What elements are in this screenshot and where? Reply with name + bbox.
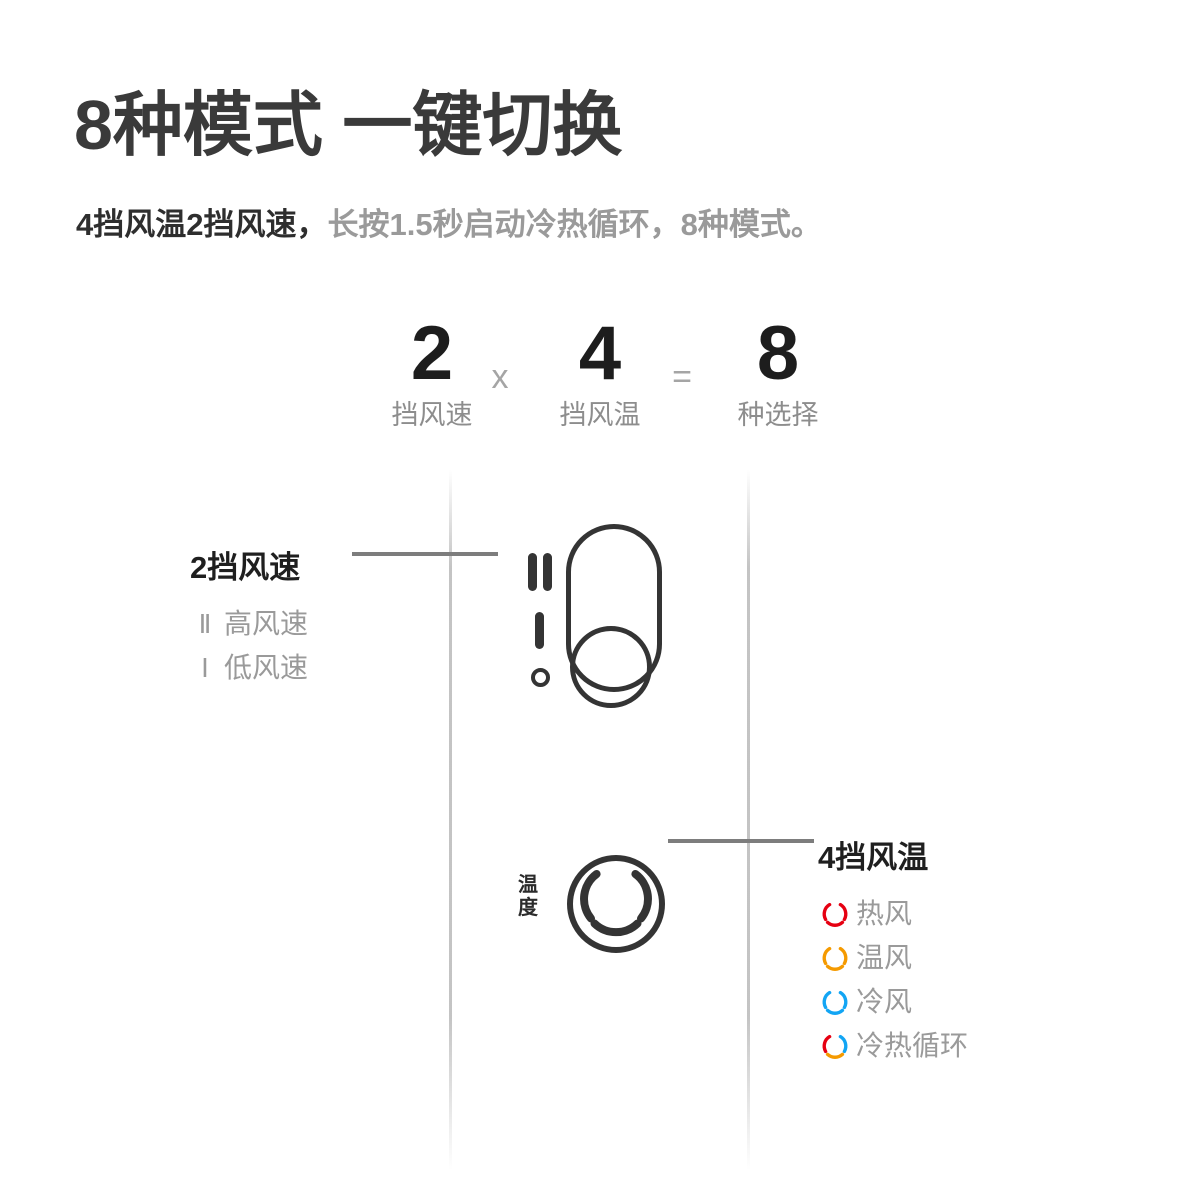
speed-label-low: 低风速 — [224, 652, 309, 683]
ring-icon-cool — [818, 987, 852, 1017]
temperature-ring-icon[interactable] — [564, 852, 668, 956]
list-item: 冷热循环 — [818, 1024, 1108, 1068]
temperature-label-warm: 温风 — [856, 942, 913, 973]
equation-temp-value: 4 — [578, 311, 622, 396]
speed-label-high: 高风速 — [224, 608, 309, 639]
list-item: 冷风 — [818, 980, 1108, 1024]
equation-total-term: 8 种选择 — [698, 312, 858, 432]
low-speed-bar-icon — [535, 612, 544, 649]
temperature-label-hot: 热风 — [856, 898, 913, 929]
leader-line-speed — [352, 552, 498, 556]
temperature-annotation-title: 4挡风温 — [818, 840, 929, 875]
leader-line-temp — [668, 839, 814, 843]
list-item: Ⅰ 低风速 — [190, 646, 420, 690]
equation-total-value: 8 — [756, 311, 800, 396]
speed-annotation: 2挡风速 Ⅱ 高风速 Ⅰ 低风速 — [190, 548, 420, 690]
subtitle-muted-part: 长按1.5秒启动冷热循环，8种模式。 — [327, 207, 822, 242]
guide-line-left — [449, 470, 452, 1170]
equation-temp-term: 4 挡风温 — [520, 312, 680, 432]
list-item: 热风 — [818, 892, 1108, 936]
speed-mode-list: Ⅱ 高风速 Ⅰ 低风速 — [190, 602, 420, 690]
equation-speed-value: 2 — [410, 311, 454, 396]
mode-equation: 2 挡风速 x 4 挡风温 = 8 种选择 — [330, 312, 870, 462]
ring-icon-warm — [818, 943, 852, 973]
equation-speed-term: 2 挡风速 — [352, 312, 512, 432]
temperature-label-cycle: 冷热循环 — [856, 1030, 969, 1061]
temperature-button-illustration: 温度 — [508, 852, 678, 962]
speed-mark-high-icon: Ⅱ — [198, 609, 212, 639]
temperature-button-label: 温度 — [518, 874, 538, 919]
equation-total-caption: 种选择 — [737, 400, 819, 430]
equals-symbol: = — [672, 358, 692, 396]
speed-switch-illustration — [520, 518, 680, 708]
list-item: 温风 — [818, 936, 1108, 980]
high-speed-bar-2-icon — [543, 553, 552, 591]
power-off-dot-icon — [531, 668, 550, 687]
list-item: Ⅱ 高风速 — [190, 602, 420, 646]
equation-speed-caption: 挡风速 — [391, 400, 473, 430]
multiply-symbol: x — [491, 358, 509, 396]
ring-icon-hot — [818, 899, 852, 929]
temperature-label-cool: 冷风 — [856, 986, 913, 1017]
speed-mark-low-icon: Ⅰ — [201, 653, 209, 683]
high-speed-bar-1-icon — [528, 553, 537, 591]
subtitle-dark-part: 4挡风温2挡风速， — [76, 207, 328, 242]
speed-annotation-title: 2挡风速 — [190, 550, 301, 585]
ring-icon-cycle — [818, 1031, 852, 1061]
temperature-mode-list: 热风 温风 — [818, 892, 1108, 1068]
temperature-annotation: 4挡风温 热风 — [818, 838, 1108, 1068]
equation-temp-caption: 挡风温 — [559, 400, 641, 430]
page-subtitle: 4挡风温2挡风速，长按1.5秒启动冷热循环，8种模式。 — [76, 204, 822, 246]
speed-slider-knob[interactable] — [570, 626, 652, 708]
guide-line-right — [747, 470, 750, 1170]
page-title: 8种模式 一键切换 — [74, 86, 623, 164]
